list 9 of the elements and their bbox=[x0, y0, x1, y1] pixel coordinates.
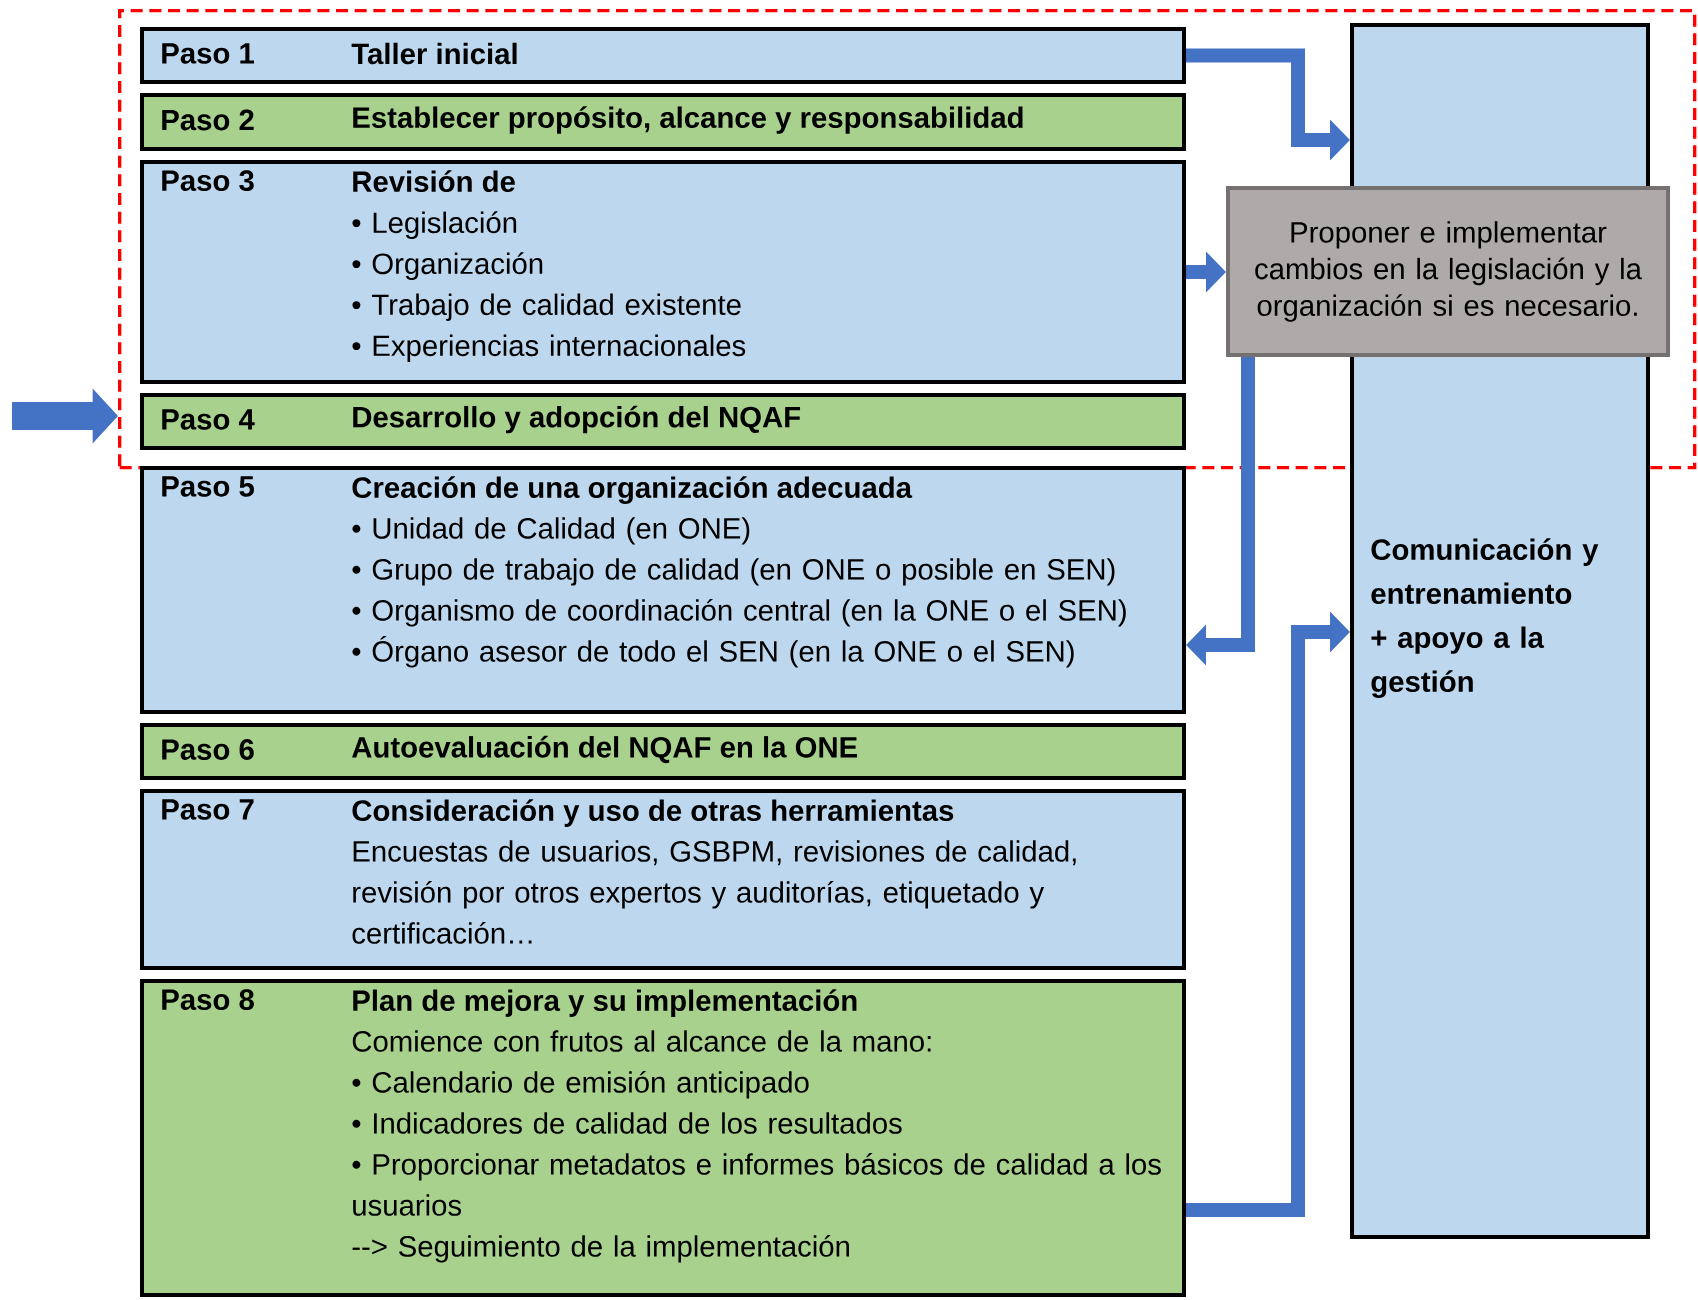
step-box: Paso 2 Establecer propósito, alcance y responsabilidad bbox=[140, 93, 1186, 151]
step-box: Paso 4 Desarrollo y adopción del NQAF bbox=[140, 393, 1186, 450]
step-box: Paso 6 Autoevaluación del NQAF en la ONE bbox=[140, 723, 1186, 780]
proposal-box: Proponer e implementar cambios en la legislación y la organización si es necesario. bbox=[1226, 186, 1670, 357]
step-box: Paso 3 Revisión de • Legislación • Organización • Trabajo de calidad existente • Experiencias internacionales bbox=[140, 160, 1186, 384]
step-box: Paso 1 Taller inicial bbox=[140, 27, 1186, 84]
step-box: Paso 5 Creación de una organización adecuada • Unidad de Calidad (en ONE) • Grupo de trabajo de calidad (en ONE o posible en SEN) • Organismo de coordinación central (en la ONE o el SEN) • Órgano asesor de todo el SEN (en la ONE o el SEN) bbox=[140, 466, 1186, 714]
step-box: Paso 8 Plan de mejora y su implementación Comience con frutos al alcance de la mano: • Calendario de emisión anticipado • Indicadores de calidad de los resultados • Proporcionar metadatos e informes básicos de calidad a los usuarios --> Seguimiento de la implementación bbox=[140, 979, 1186, 1297]
step-box: Paso 7 Consideración y uso de otras herramientas Encuestas de usuarios, GSBPM, revisiones de calidad, revisión por otros expertos y auditorías, etiquetado y certificación… bbox=[140, 789, 1186, 970]
